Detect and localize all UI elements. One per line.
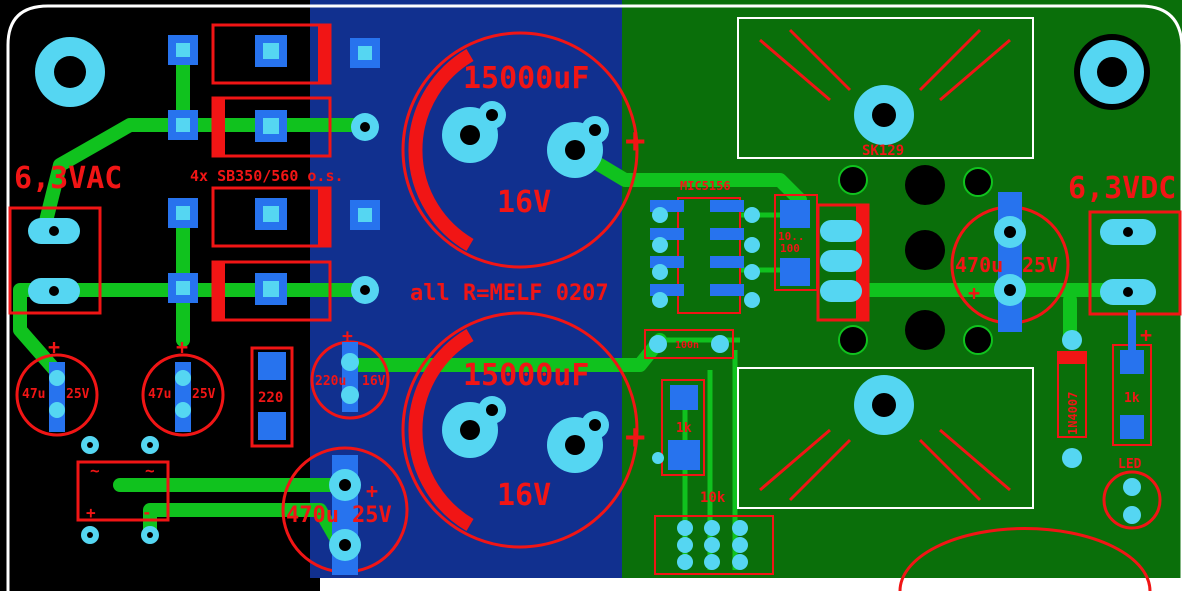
board-edge xyxy=(6,4,1184,591)
cap-100n-footprint xyxy=(644,329,734,359)
cap-big-bottom-plus: + xyxy=(625,417,645,457)
bridge-tilde-left: ~ xyxy=(90,461,100,480)
cap-220u-voltage: 16V xyxy=(362,374,386,389)
bridge-plus: + xyxy=(86,503,96,522)
cap-47u-left-plus: + xyxy=(48,335,60,359)
output-terminal xyxy=(1088,210,1182,316)
output-plus: + xyxy=(1140,323,1152,347)
cap-big-top-plus: + xyxy=(625,121,645,161)
cap-470u-left-label: 470u xyxy=(286,503,339,528)
diodes-label: 4x SB350/560 o.s. xyxy=(190,167,344,185)
diode-footprints xyxy=(168,23,380,322)
heatsink-bottom xyxy=(737,367,1034,509)
res-1k-mid-footprint xyxy=(652,379,705,476)
cap-47u-right-label: 47u xyxy=(148,387,171,402)
cap-470u-left-voltage: 25V xyxy=(352,503,392,528)
output-voltage-label: 6,3VDC xyxy=(1068,171,1176,206)
bridge-tilde-right: ~ xyxy=(145,461,155,480)
resistors-note-label: all R=MELF 0207 xyxy=(410,281,609,306)
heatsink-vias xyxy=(838,165,993,355)
cap-470u-right-voltage: 25V xyxy=(1022,253,1058,277)
diode-1n4007-footprint xyxy=(1057,330,1087,468)
cap-47u-left-label: 47u xyxy=(22,387,45,402)
res-1k-mid-label: 1k xyxy=(676,421,692,436)
res-10-100-label-a: 10.. xyxy=(778,230,805,243)
ic-label: MIC5156 xyxy=(680,179,731,193)
cap-47u-footprints xyxy=(15,353,225,437)
res-220-label: 220 xyxy=(258,390,283,406)
mounting-hole-left xyxy=(35,37,105,107)
cap-big-top-voltage: 16V xyxy=(497,185,551,220)
cap-470u-right-label: 470u xyxy=(955,253,1003,277)
cap-470u-left-plus: + xyxy=(366,479,378,503)
heatsink-top xyxy=(737,17,1034,159)
cap-big-bottom-label: 15000uF xyxy=(463,358,589,393)
cap-big-top xyxy=(401,31,639,269)
cap-big-bottom xyxy=(401,311,639,549)
res-220-footprint xyxy=(250,346,294,448)
diode-1n4007-label: 1N4007 xyxy=(1066,392,1080,435)
ic-mic5156-footprint xyxy=(650,197,760,314)
cap-220u-label: 220u xyxy=(315,374,346,389)
cap-470u-right-footprint xyxy=(950,192,1070,332)
transistor-label: SK129 xyxy=(862,143,904,159)
cap-220u-plus: + xyxy=(342,326,353,347)
bridge-rectifier xyxy=(76,436,170,544)
cap-47u-left-voltage: 25V xyxy=(66,387,90,402)
led-footprint xyxy=(1102,470,1162,530)
bridge-minus: - xyxy=(142,503,152,522)
cap-220u-footprint xyxy=(310,340,390,420)
trimpot-10k-footprint xyxy=(654,515,774,575)
cap-100n-label: 100n xyxy=(675,340,699,351)
cap-47u-right-plus: + xyxy=(176,335,188,359)
cap-big-bottom-voltage: 16V xyxy=(497,478,551,513)
res-10k-label: 10k xyxy=(700,490,726,506)
transistor-sk129 xyxy=(816,203,870,322)
partial-circle-bottom-right xyxy=(898,527,1152,592)
input-terminal xyxy=(8,206,102,315)
led-label: LED xyxy=(1118,457,1142,472)
cap-470u-left-footprint xyxy=(281,446,409,575)
cap-470u-right-plus: + xyxy=(968,281,980,305)
res-1k-right-label: 1k xyxy=(1124,391,1140,406)
mounting-hole-right xyxy=(1074,34,1150,110)
cap-47u-right-voltage: 25V xyxy=(192,387,216,402)
res-10-100-label-b: 100 xyxy=(780,242,800,255)
cap-big-top-label: 15000uF xyxy=(463,61,589,96)
res-1k-right-footprint xyxy=(1112,310,1152,446)
input-voltage-label: 6,3VAC xyxy=(14,161,122,196)
